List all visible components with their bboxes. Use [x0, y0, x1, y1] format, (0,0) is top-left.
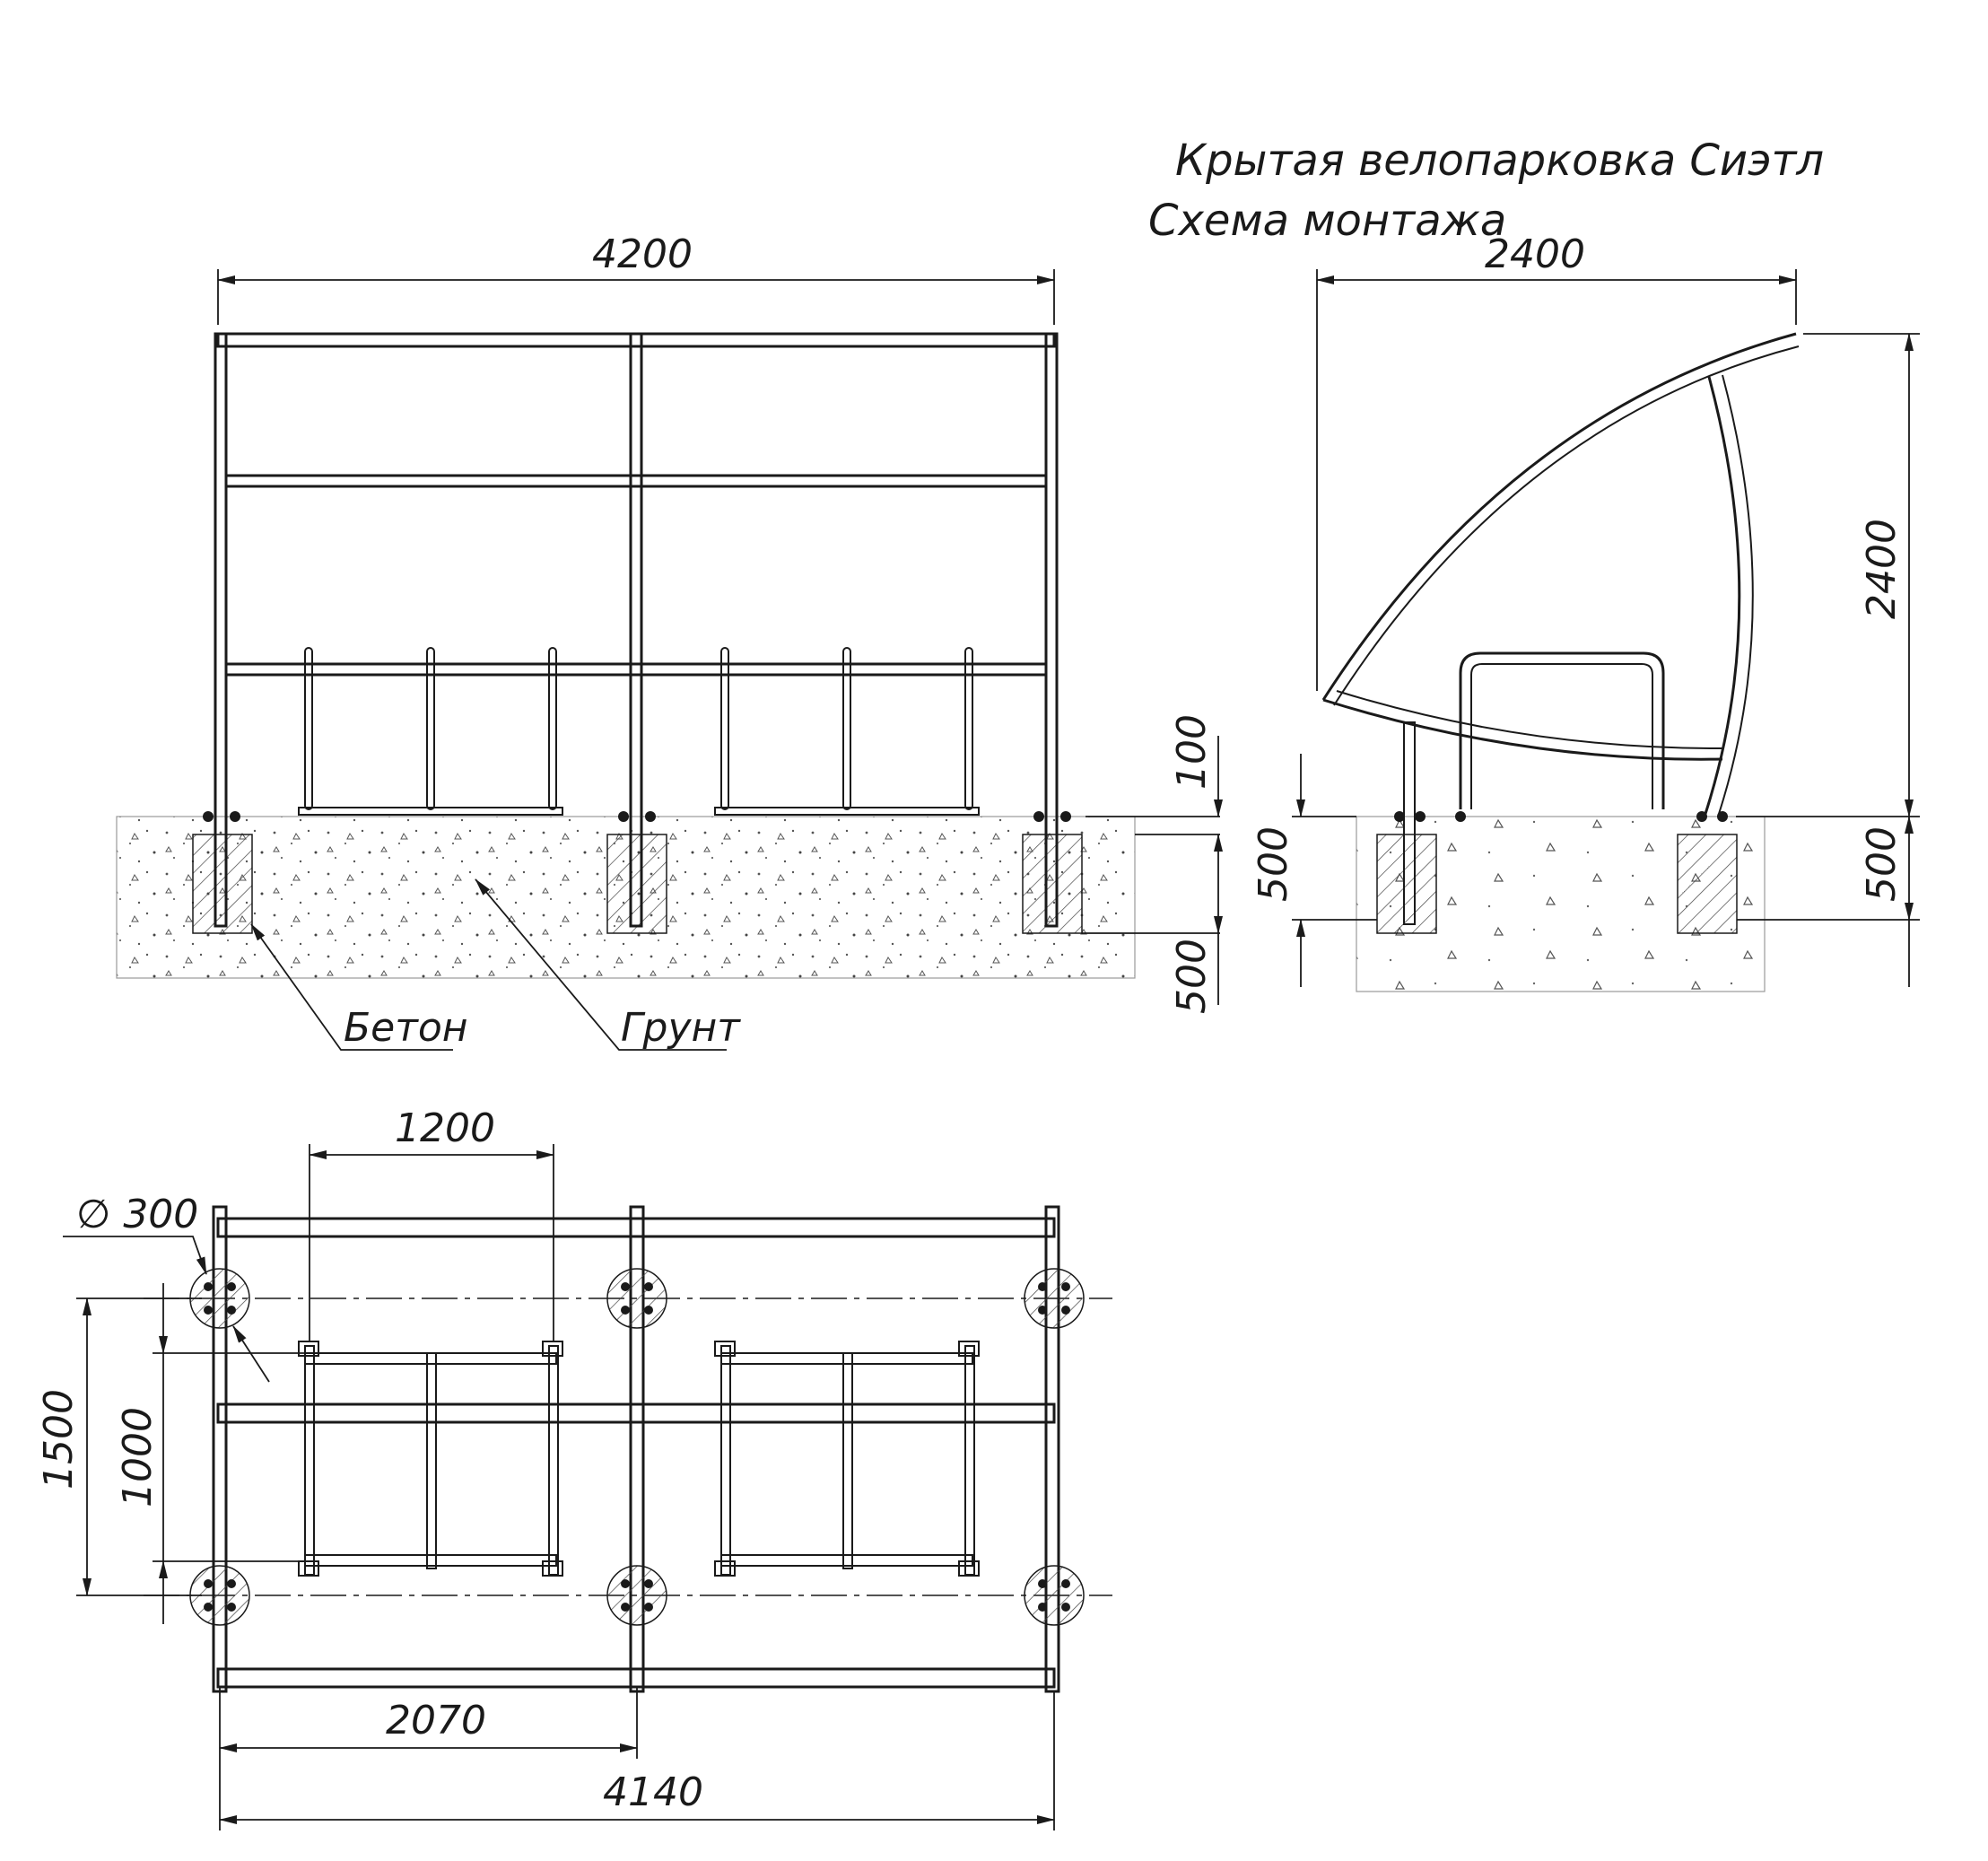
side-lower-beam — [1322, 698, 1723, 761]
drawing-title: Крытая велопарковка Сиэтл — [1175, 135, 1824, 186]
dim-plan-depth-outer: 1500 — [36, 1389, 82, 1490]
dim-plan-post-diameter: ∅ 300 — [76, 1192, 198, 1237]
front-footing-center — [606, 834, 667, 934]
dim-side-width: 2400 — [1485, 232, 1585, 277]
front-top-rail — [216, 332, 1056, 348]
side-bike-rack — [1459, 651, 1665, 809]
side-rear-post — [1703, 376, 1741, 817]
dim-side-height: 2400 — [1859, 519, 1905, 619]
dim-front-footing-depth: 500 — [1169, 939, 1215, 1014]
leader-concrete — [250, 923, 453, 1051]
dim-plan-depth-inner: 1000 — [115, 1407, 161, 1507]
dim-side-footing-right: 500 — [1859, 826, 1905, 902]
plan-bike-rack-right — [714, 1341, 980, 1577]
label-soil: Грунт — [621, 1005, 741, 1051]
plan-view: 1200 ∅ 300 1500 1000 2070 4140 — [36, 1105, 1112, 1830]
front-footing-right — [1022, 834, 1083, 934]
dim-plan-post-spacing: 2070 — [386, 1698, 486, 1743]
side-footing-right — [1677, 834, 1738, 934]
plan-bike-rack-left — [298, 1341, 563, 1577]
leader-soil — [475, 878, 727, 1051]
front-view: 4200 100 500 Бетон Грунт — [116, 232, 1223, 1051]
plan-front-rail — [216, 1217, 1056, 1238]
front-footing-left — [192, 834, 253, 934]
dim-front-width: 4200 — [592, 232, 693, 277]
dim-plan-rack-width: 1200 — [395, 1105, 495, 1151]
front-bike-racks — [298, 647, 980, 816]
dim-plan-total-length: 4140 — [603, 1769, 703, 1815]
dim-front-height-above-ground: 100 — [1169, 714, 1215, 790]
plan-footings — [189, 1268, 1085, 1626]
side-view: 2400 2400 500 500 — [1251, 232, 1920, 992]
dim-side-footing-left: 500 — [1251, 826, 1296, 902]
side-canopy-arc — [1321, 332, 1797, 701]
front-base-bolts — [203, 811, 1071, 822]
drawing-subtitle: Схема монтажа — [1148, 196, 1506, 246]
front-mid-rail — [224, 474, 1048, 488]
leader-diameter — [63, 1236, 207, 1275]
front-low-rail — [224, 662, 1048, 677]
side-footing-left — [1376, 834, 1437, 934]
plan-mid-rail — [216, 1402, 1056, 1424]
plan-back-rail — [216, 1667, 1056, 1689]
label-concrete: Бетон — [344, 1005, 468, 1051]
